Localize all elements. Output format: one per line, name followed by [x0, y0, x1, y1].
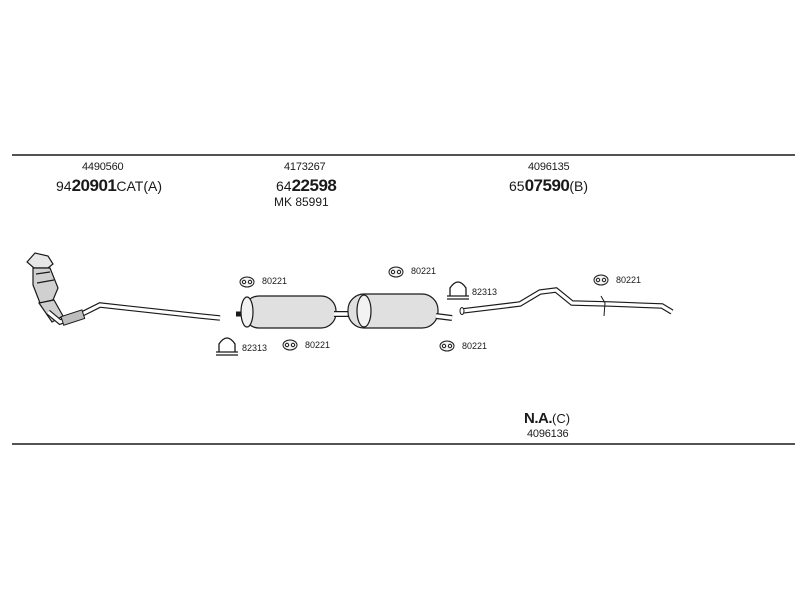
clip-number[interactable]: 80221 — [616, 275, 642, 285]
u-clamp-icon — [216, 337, 238, 356]
part-prefix: 65 — [509, 178, 525, 194]
ref-number-middle: 4173267 — [284, 161, 326, 173]
mounting-kit-number[interactable]: MK 85991 — [274, 195, 329, 209]
rubber-mount-icon — [239, 276, 255, 288]
part-number-middle[interactable]: 6422598 — [276, 176, 337, 196]
clip-number[interactable]: 82313 — [472, 287, 498, 297]
rubber-mount-icon — [388, 266, 404, 278]
rubber-mount-icon — [439, 340, 455, 352]
part-code: 22598 — [291, 176, 337, 195]
u-clamp-icon — [447, 281, 469, 300]
clip-number[interactable]: 80221 — [411, 266, 437, 276]
part-prefix: 64 — [276, 178, 292, 194]
ref-number-rear: 4096135 — [528, 161, 570, 173]
not-available-part[interactable]: N.A.(C) — [524, 410, 570, 427]
clip-number[interactable]: 80221 — [305, 340, 331, 350]
part-suffix: (B) — [569, 178, 589, 194]
part-prefix: 94 — [56, 178, 72, 194]
rubber-mount-icon — [593, 274, 609, 286]
na-suffix: (C) — [552, 411, 571, 426]
ref-number-cat: 4490560 — [82, 161, 124, 173]
part-code: 20901 — [71, 176, 117, 195]
na-code: N.A. — [524, 410, 553, 427]
ref-number-na: 4096136 — [527, 428, 569, 440]
part-suffix: CAT(A) — [116, 178, 162, 194]
clip-number[interactable]: 80221 — [262, 276, 288, 286]
part-number-cat[interactable]: 9420901CAT(A) — [56, 176, 162, 196]
clip-number[interactable]: 82313 — [242, 343, 268, 353]
part-code: 07590 — [524, 176, 570, 195]
rubber-mount-icon — [282, 339, 298, 351]
tail-pipe[interactable] — [459, 287, 674, 317]
part-number-rear[interactable]: 6507590(B) — [509, 176, 588, 196]
middle-silencer-assembly[interactable] — [236, 293, 453, 329]
catalytic-converter[interactable] — [26, 252, 64, 323]
clip-number[interactable]: 80221 — [462, 341, 488, 351]
front-pipe[interactable] — [46, 302, 221, 326]
